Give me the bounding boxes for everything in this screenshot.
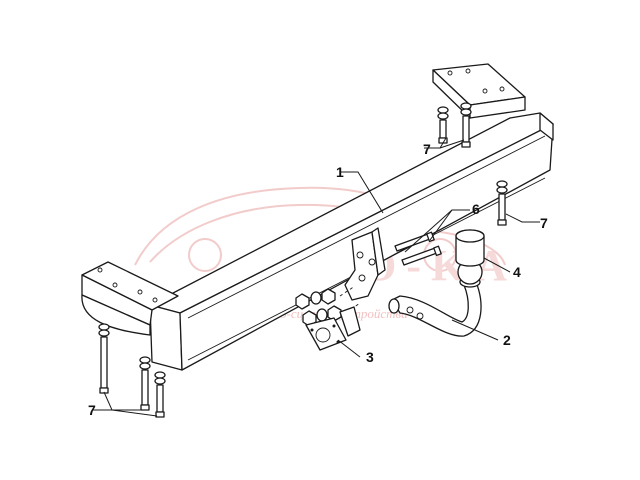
fastening-bolts (394, 231, 442, 266)
mounting-bolts-upper (437, 102, 472, 148)
callout-label-2: 2 (503, 332, 511, 348)
callout-label-1: 1 (336, 164, 344, 180)
callout-label-7-right: 7 (540, 215, 548, 231)
leader-lines (93, 137, 540, 417)
ball-cover (455, 229, 485, 267)
socket-plate (305, 306, 361, 351)
nuts-and-washers (295, 285, 361, 327)
hitch-bracket (344, 227, 386, 301)
callout-label-6: 6 (472, 201, 480, 217)
callout-label-7-left: 7 (88, 402, 96, 418)
left-mounting-bracket (81, 261, 179, 336)
mounting-bolt-right (496, 180, 508, 226)
mounting-bolts-left (98, 323, 166, 418)
callout-label-7-upper: 7 (423, 141, 431, 157)
callout-labels: 1 6 4 2 3 7 7 7 (88, 141, 548, 418)
callout-label-3: 3 (366, 349, 374, 365)
callout-label-4: 4 (513, 264, 521, 280)
